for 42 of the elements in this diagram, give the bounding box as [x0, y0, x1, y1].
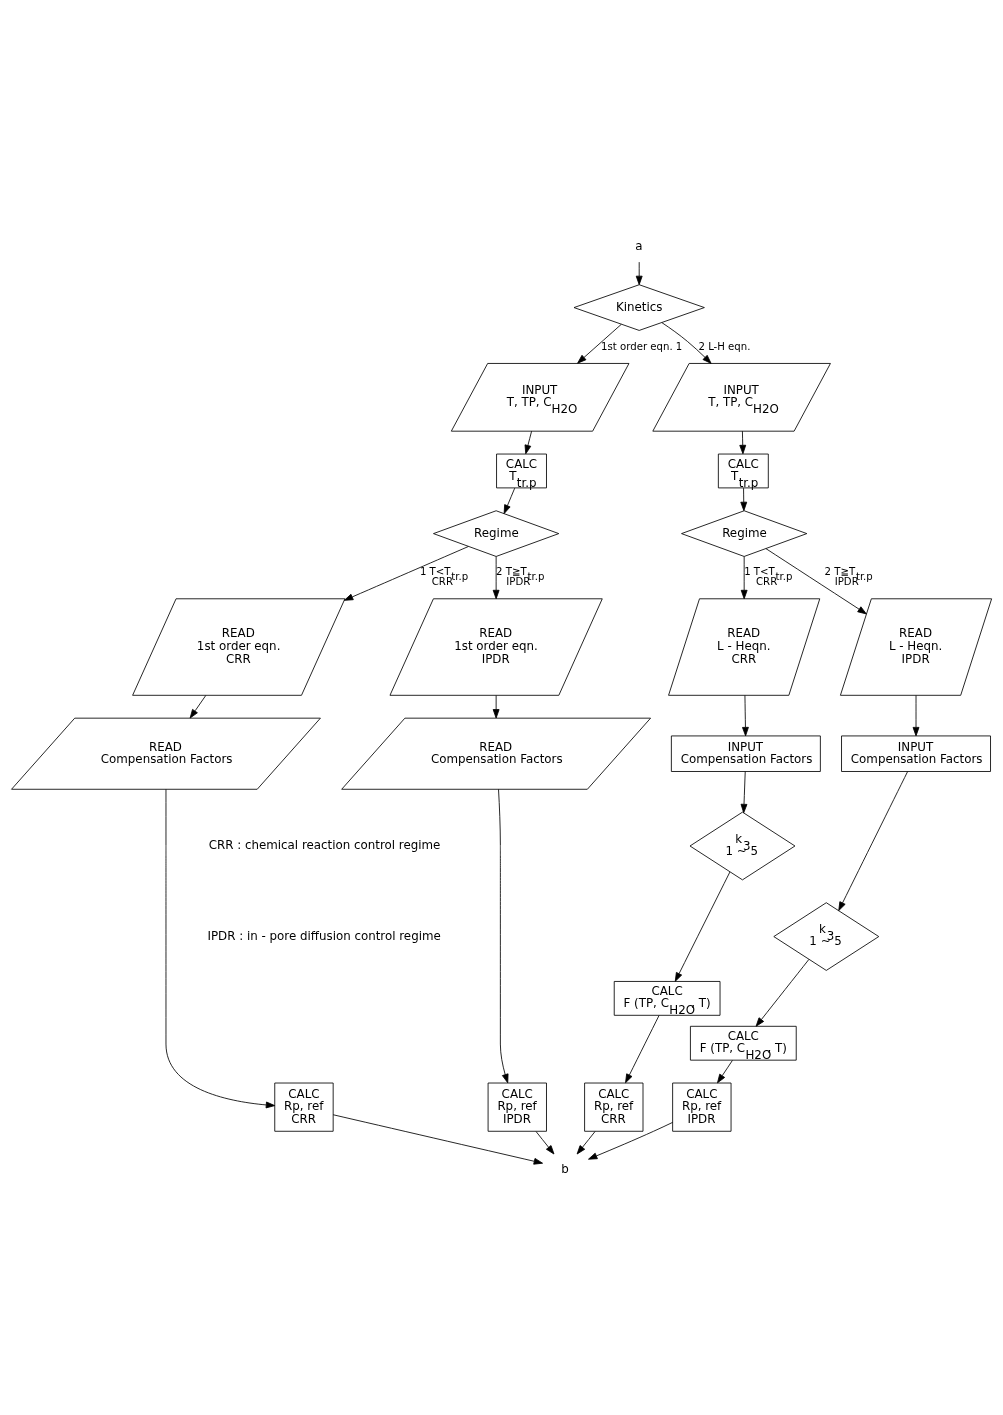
arrow	[717, 1059, 733, 1083]
arrow	[740, 555, 748, 599]
arrow	[524, 430, 533, 454]
node-text: a	[635, 238, 643, 253]
arrow	[625, 1014, 660, 1083]
arrow	[635, 261, 643, 285]
arrow	[332, 1113, 543, 1165]
arrow	[498, 788, 509, 1083]
edge-label: 1st order eqn. 1	[601, 340, 683, 352]
node-box: CALC Rp, ref IPDR	[487, 1082, 547, 1132]
arrow	[343, 545, 469, 601]
arrow	[740, 770, 748, 813]
arrow	[492, 694, 500, 718]
arrow	[165, 788, 276, 1108]
arrow	[189, 694, 207, 718]
node-box: CALC Rp, ref CRR	[274, 1082, 334, 1132]
label: IPDR : in - pore diffusion control regime	[207, 928, 441, 943]
node-box: CALC Rp, ref IPDR	[672, 1082, 732, 1132]
node-text: b	[561, 1161, 569, 1176]
arrow	[577, 323, 622, 364]
node-diamond: Regime	[433, 509, 560, 557]
arrow	[742, 694, 749, 736]
node-diamond: Regime	[681, 509, 808, 557]
edge-label: 2 L-H eqn.	[698, 340, 751, 352]
node-box: CALC Rp, ref CRR	[584, 1082, 644, 1132]
arrow	[674, 871, 731, 982]
node-diamond: Kinetics	[573, 283, 705, 331]
arrow	[535, 1130, 555, 1154]
arrow	[838, 770, 908, 911]
arrow	[503, 487, 516, 514]
arrow	[739, 430, 747, 454]
arrow	[765, 547, 867, 614]
arrow	[755, 958, 810, 1027]
arrow	[492, 555, 500, 599]
label: CRR : chemical reaction control regime	[208, 837, 441, 852]
arrow	[588, 1121, 674, 1160]
arrow	[576, 1130, 596, 1154]
node-box: INPUT Compensation Factors	[841, 735, 991, 772]
arrow	[740, 487, 748, 511]
arrow	[661, 321, 712, 364]
arrow	[912, 694, 920, 736]
node-box: INPUT Compensation Factors	[670, 735, 821, 772]
